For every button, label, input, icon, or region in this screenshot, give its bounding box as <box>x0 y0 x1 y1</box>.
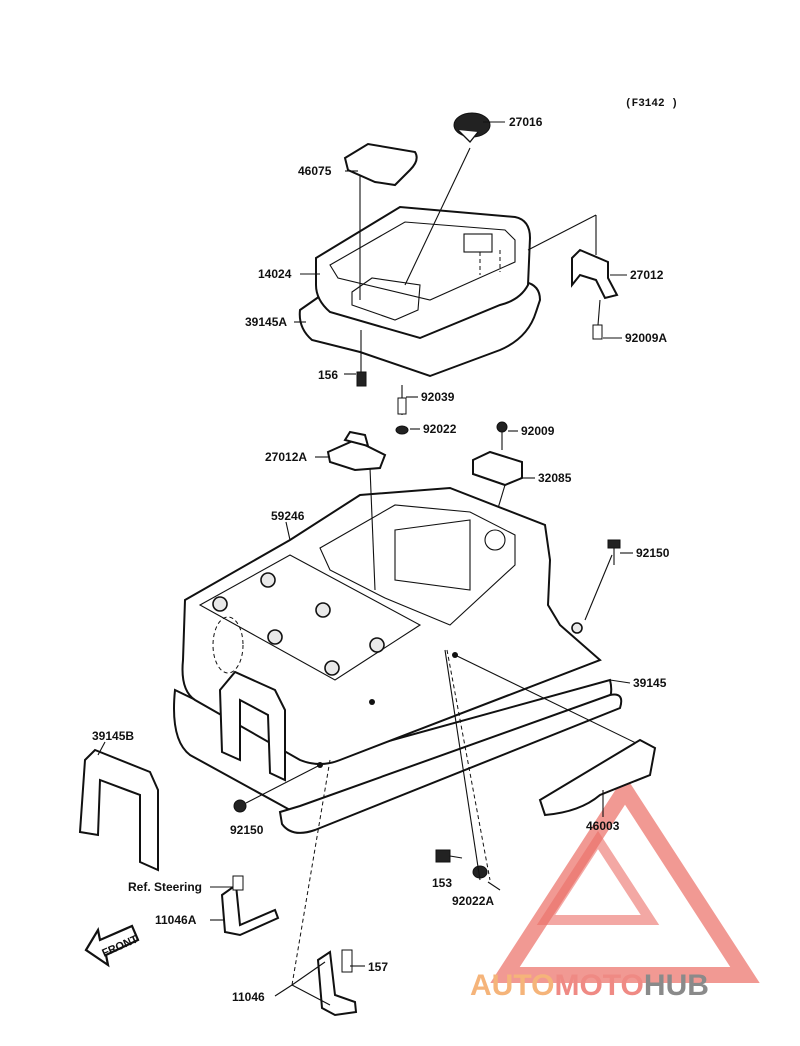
front-arrow-icon <box>84 924 140 968</box>
figure-code: (F3142 ) <box>625 98 678 110</box>
watermark-text: AUTOMOTOHUB <box>470 969 709 1002</box>
part-label-92150-upper: 92150 <box>636 546 670 560</box>
part-label-39145b: 39145B <box>92 729 134 743</box>
part-label-59246: 59246 <box>271 509 305 523</box>
part-label-92022: 92022 <box>423 422 457 436</box>
part-label-92022a: 92022A <box>452 894 494 908</box>
part-label-153: 153 <box>432 876 452 890</box>
part-label-27016: 27016 <box>509 115 543 129</box>
part-label-32085: 32085 <box>538 471 572 485</box>
part-label-46003: 46003 <box>586 819 620 833</box>
part-label-92009: 92009 <box>521 424 555 438</box>
part-label-46075: 46075 <box>298 164 332 178</box>
top-cover-assembly <box>298 112 619 387</box>
part-label-11046: 11046 <box>232 990 265 1004</box>
part-label-156: 156 <box>318 368 338 382</box>
part-label-92150-lower: 92150 <box>230 823 264 837</box>
side-parts <box>78 539 657 1017</box>
leader-lines <box>97 121 633 997</box>
main-housing <box>173 467 641 986</box>
part-label-27012: 27012 <box>630 268 664 282</box>
watermark-logo <box>490 775 760 983</box>
part-label-92009a: 92009A <box>625 331 667 345</box>
part-label-39145: 39145 <box>633 676 667 690</box>
part-label-92039: 92039 <box>421 390 455 404</box>
part-label-27012a: 27012A <box>265 450 307 464</box>
part-label-11046a: 11046A <box>155 913 197 927</box>
part-label-14024: 14024 <box>258 267 292 281</box>
reference-steering-label: Ref. Steering <box>128 880 202 894</box>
part-label-39145a: 39145A <box>245 315 287 329</box>
part-label-157: 157 <box>368 960 388 974</box>
